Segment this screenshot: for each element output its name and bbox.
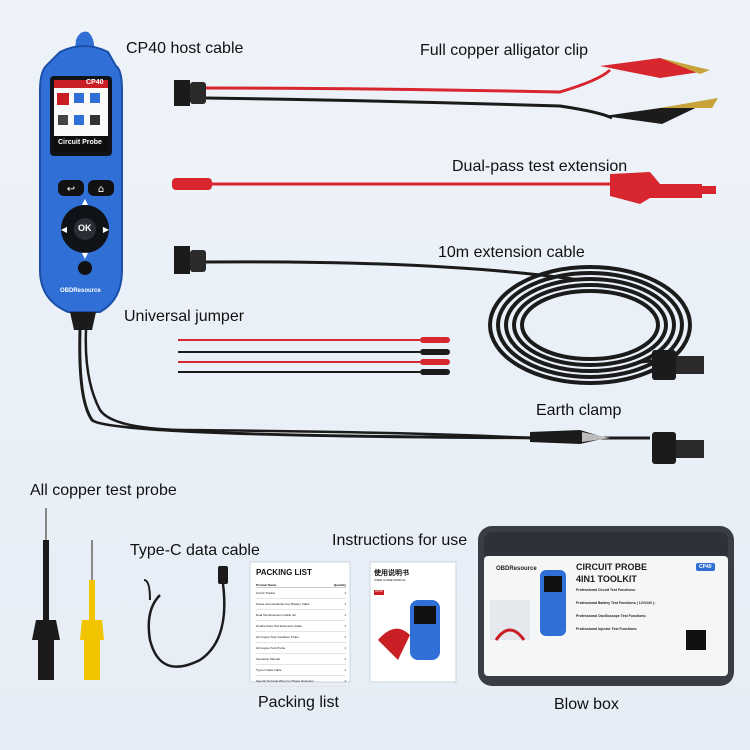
box-section-heading: Professional Circuit Test Functions: [576,588,636,592]
packing-row: Type-C Data Cable 1 [256,665,346,676]
packing-row: Special Terminal Wires for Phase Detecti… [256,676,346,687]
label-host-cable: CP40 host cable [126,40,244,57]
box-title-1: CIRCUIT PROBE [576,562,648,572]
packing-row-qty: 1 [344,635,346,639]
label-dual-pass: Dual-pass test extension [452,158,628,175]
device-model: CP40 [86,79,104,86]
box-brand: OBDResource [496,566,537,572]
svg-text:↩: ↩ [67,184,75,195]
typec-cable [143,566,228,668]
label-earth-clamp: Earth clamp [536,402,622,419]
manual-subtitle: USER GUIDE MANUAL [374,578,407,582]
label-test-probe: All copper test probe [30,482,177,499]
label-extension-10m: 10m extension cable [438,244,585,261]
packing-row-qty: 1 [344,668,346,672]
box-model: CP40 [696,563,715,571]
ok-button: OK [78,223,92,233]
manual-booklet [369,561,457,683]
box-sections: Professional Circuit Test Functions: Prof… [576,588,696,631]
packing-row-name: Dual Test Extension Cable 4m [256,613,297,617]
packing-row: Power-Auto Extender Key Battery Cable 1 [256,599,346,610]
box-title-2: 4IN1 TOOLKIT [576,574,637,584]
device-screen-title: Circuit Probe [58,139,102,146]
packing-row-qty: 1 [344,613,346,617]
manual-title: 使用说明书 [374,570,409,577]
host-cable-wire [78,329,651,440]
packing-card-title: PACKING LIST [256,568,312,577]
svg-text:▲: ▲ [82,197,89,206]
svg-text:⌂: ⌂ [98,184,104,195]
label-alligator-clip: Full copper alligator clip [420,42,589,59]
extension-10m-coil [174,246,704,385]
packing-card-content: PACKING LIST Product Name Quantity Circu… [256,568,346,687]
svg-text:▼: ▼ [82,251,89,260]
packing-card-header: Product Name Quantity [256,583,346,588]
packing-row-qty: 1 [344,646,346,650]
packing-row-qty: 1 [344,624,346,628]
label-blow-box: Blow box [554,696,619,713]
dual-pass-extension [172,172,716,204]
packing-row: Operation Manual 1 [256,654,346,665]
manual-model: CP40 [375,589,383,593]
device-brand: OBDResource [60,288,101,294]
universal-jumper [178,337,450,375]
label-packing-list: Packing list [258,694,339,711]
packing-row-name: Power-Auto Extender Key Battery Cable [256,602,310,606]
packing-row-name: Circuit Tracker [256,591,276,595]
packing-row-qty: 1 [344,591,346,595]
packing-row: All Copper Test Probe 1 [256,643,346,654]
packing-row-name: Operation Manual [256,657,280,661]
packing-row: Double Pass Test Extension Cable 1 [256,621,346,632]
packing-col-qty: Quantity [333,583,346,587]
packing-row: Circuit Tracker 1 [256,588,346,599]
blow-box [478,526,734,686]
packing-col-name: Product Name [256,583,277,587]
earth-clamp [179,428,704,464]
cp40-device: ↩ ⌂ ▲ ▼ ◀ ▶ [39,45,123,330]
box-section-heading: Professional Battery Test Functions ( 12… [576,601,656,605]
host-cable-wire-2 [84,329,181,432]
packing-list-card [249,561,351,683]
packing-row-qty: 1 [344,602,346,606]
label-instructions: Instructions for use [332,532,468,549]
alligator-clip-cable [174,58,718,124]
packing-row: All Copper Test Insulation Probe 1 [256,632,346,643]
packing-row-name: Double Pass Test Extension Cable [256,624,302,628]
svg-text:◀: ◀ [61,225,68,234]
label-typec: Type-C data cable [130,542,260,559]
label-universal-jumper: Universal jumper [124,308,245,325]
packing-row-qty: 1 [344,679,346,683]
packing-row: Dual Test Extension Cable 4m 1 [256,610,346,621]
box-section-heading: Professional Injector Test Functions: [576,627,638,631]
svg-text:▶: ▶ [103,225,110,234]
box-section-heading: Professional Oscilloscope Test Functions… [576,614,647,618]
packing-row-name: All Copper Test Insulation Probe [256,635,299,639]
packing-row-name: Special Terminal Wires for Phase Detecti… [256,679,314,683]
packing-row-name: Type-C Data Cable [256,668,282,672]
test-probes [32,508,104,680]
packing-row-qty: 1 [344,657,346,661]
packing-row-name: All Copper Test Probe [256,646,286,650]
